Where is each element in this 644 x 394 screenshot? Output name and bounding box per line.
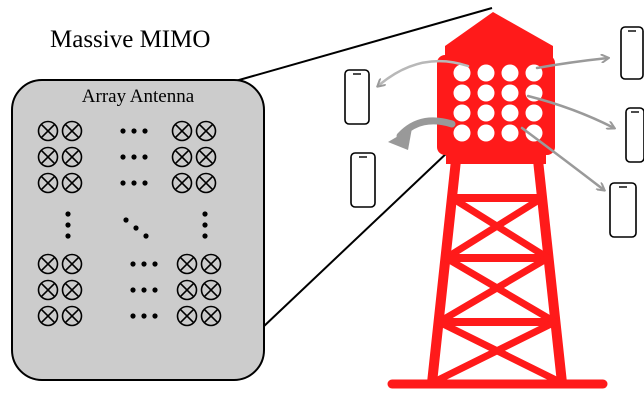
crossed-circle-icon — [195, 146, 217, 168]
tower-antenna-element — [477, 104, 495, 122]
crossed-circle-icon — [200, 279, 222, 301]
beam-arrow-upper-right — [535, 58, 608, 70]
tower-diagonal — [435, 254, 552, 326]
crossed-circle-icon — [37, 120, 59, 142]
ellipsis-dots — [120, 128, 148, 134]
tower-antenna-element — [477, 64, 495, 82]
beam-arrow-bold-head — [388, 128, 412, 150]
cell-tower-icon — [387, 12, 608, 389]
crossed-circle-icon — [61, 305, 83, 327]
tower-antenna-element — [453, 64, 471, 82]
beam-arrow-lower-right — [520, 126, 604, 190]
beam-arrow-upper-left — [378, 59, 470, 86]
zoom-line-top — [231, 7, 493, 83]
ellipsis-dots — [130, 287, 158, 293]
crossed-circle-icon — [37, 172, 59, 194]
crossed-circle-icon — [171, 120, 193, 142]
crossed-circle-icon — [200, 253, 222, 275]
crossed-circle-icon — [37, 279, 59, 301]
tower-diagonal — [428, 318, 559, 387]
beam-arrows — [378, 58, 614, 190]
crossed-circle-icon — [61, 172, 83, 194]
tower-diagonal — [442, 194, 546, 262]
crossed-circle-icon — [61, 146, 83, 168]
smartphone-icon — [625, 107, 644, 163]
tower-antenna-element — [501, 64, 519, 82]
array-element-grid — [37, 120, 222, 327]
ellipsis-dots — [123, 217, 149, 239]
tower-antenna-element — [453, 104, 471, 122]
diagram-title: Massive MIMO — [50, 26, 211, 53]
tower-neck — [446, 150, 546, 164]
tower-roof — [445, 12, 553, 68]
tower-antenna-element — [525, 124, 543, 142]
ellipsis-dots — [120, 154, 148, 160]
tower-antenna-element — [477, 124, 495, 142]
tower-antenna-element — [453, 84, 471, 102]
crossed-circle-icon — [61, 120, 83, 142]
ellipsis-dots — [202, 211, 208, 239]
crossed-circle-icon — [37, 146, 59, 168]
beam-arrow-middle-right — [526, 94, 614, 128]
smartphone-icon — [609, 182, 637, 238]
tower-antenna-element — [501, 124, 519, 142]
crossed-circle-icon — [37, 305, 59, 327]
crossed-circle-icon — [171, 146, 193, 168]
tower-antenna-element — [477, 84, 495, 102]
ellipsis-dots — [65, 211, 71, 239]
tower-antenna-element — [501, 84, 519, 102]
crossed-circle-icon — [37, 253, 59, 275]
smartphone-icon — [344, 69, 370, 125]
tower-antenna-element — [501, 104, 519, 122]
tower-diagonal — [442, 254, 559, 326]
ellipsis-dots — [130, 313, 158, 319]
devices — [344, 26, 644, 238]
crossed-circle-icon — [61, 279, 83, 301]
tower-antenna-element — [525, 104, 543, 122]
crossed-circle-icon — [195, 120, 217, 142]
crossed-circle-icon — [200, 305, 222, 327]
crossed-circle-icon — [176, 279, 198, 301]
crossed-circle-icon — [176, 305, 198, 327]
tower-leg-left — [427, 155, 461, 388]
ellipsis-dots — [120, 180, 148, 186]
crossed-circle-icon — [171, 172, 193, 194]
crossed-circle-icon — [195, 172, 217, 194]
array-antenna-panel — [11, 79, 265, 381]
beam-arrow-bold-left — [396, 117, 456, 140]
crossed-circle-icon — [176, 253, 198, 275]
panel-title: Array Antenna — [81, 86, 195, 107]
ellipsis-dots — [130, 261, 158, 267]
zoom-line-bottom — [261, 149, 451, 329]
smartphone-icon — [350, 152, 376, 208]
tower-leg-right — [533, 155, 567, 388]
smartphone-icon — [620, 26, 644, 80]
tower-antenna-element — [453, 124, 471, 142]
crossed-circle-icon — [61, 253, 83, 275]
